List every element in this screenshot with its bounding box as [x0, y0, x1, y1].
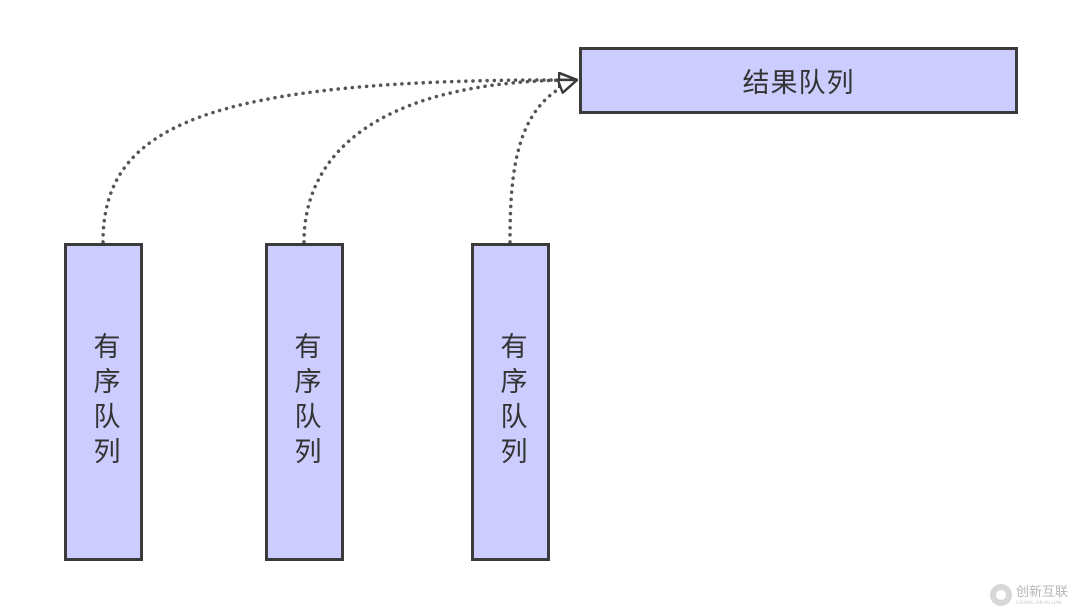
ordered-queue-label-2: 有序队列: [289, 332, 321, 472]
connector-ordered-queue-1-to-result-queue: [101, 80, 579, 244]
brand-logo-icon: [989, 584, 1012, 606]
watermark-brand: 创新互联: [1015, 584, 1068, 600]
result-queue-label: 结果队列: [742, 68, 855, 99]
connector-ordered-queue-2-to-result-queue: [302, 80, 579, 244]
watermark-subtext: CHUANG XIN HU LIAN: [1015, 599, 1062, 605]
watermark: 创新互联 CHUANG XIN HU LIAN: [981, 578, 1077, 612]
watermark-text: 创新互联 CHUANG XIN HU LIAN: [1016, 586, 1068, 605]
ordered-queue-node-3: 有序队列: [471, 243, 550, 561]
ordered-queue-label-3: 有序队列: [495, 332, 527, 472]
result-queue-node: 结果队列: [579, 47, 1018, 114]
ordered-queue-node-1: 有序队列: [64, 243, 143, 561]
ordered-queue-label-1: 有序队列: [88, 332, 120, 472]
ordered-queue-node-2: 有序队列: [265, 243, 344, 561]
connector-ordered-queue-3-to-result-queue: [508, 78, 577, 244]
